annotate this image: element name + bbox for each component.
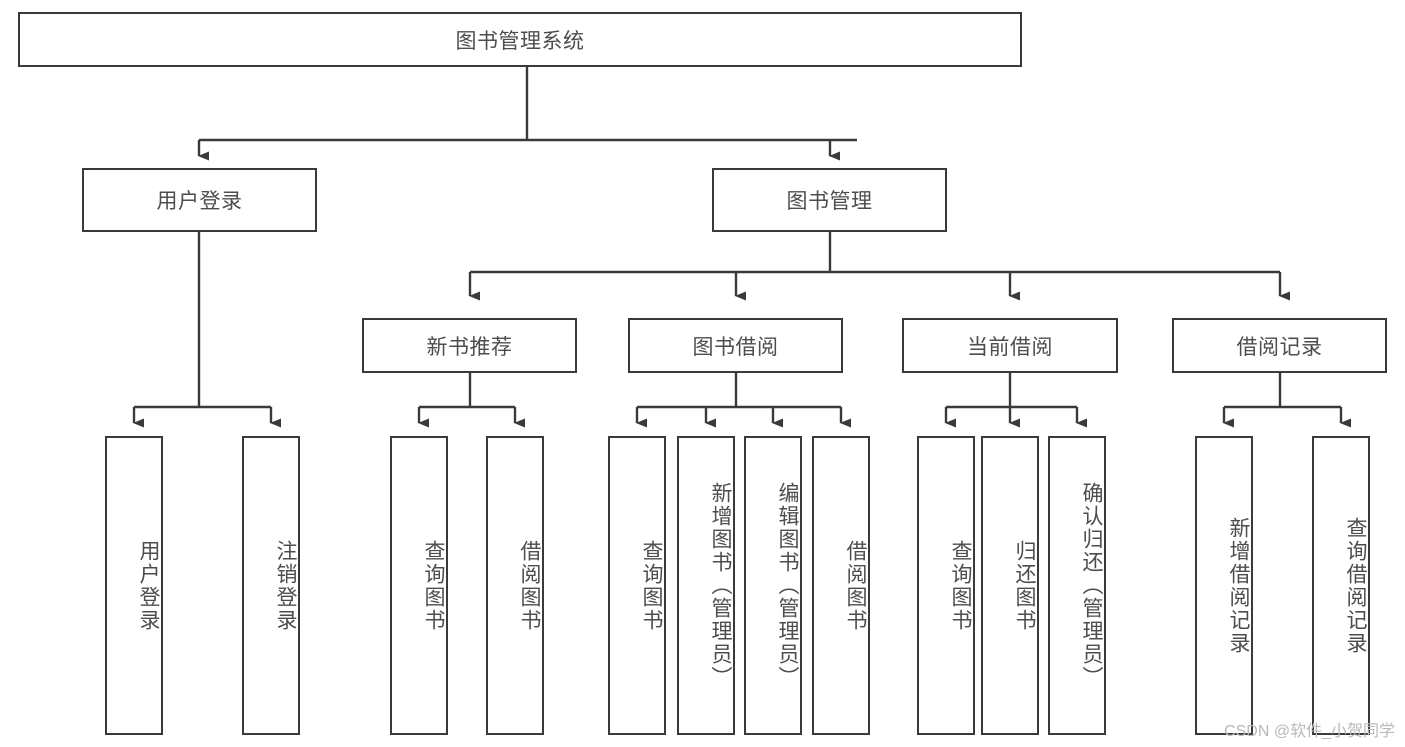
leaf-borrow-borrow-book[interactable]: 借阅图书 — [812, 436, 870, 735]
node-book-management-label: 图书管理 — [786, 190, 873, 213]
leaf-record-query[interactable]: 查询借阅记录 — [1312, 436, 1370, 735]
leaf-new-book-borrow[interactable]: 借阅图书 — [486, 436, 544, 735]
leaf-label: 确认归还（管理员） — [1080, 482, 1103, 689]
leaf-label: 归还图书 — [1013, 539, 1036, 632]
csdn-watermark: CSDN @软件_小贺同学 — [1224, 723, 1395, 740]
leaf-new-book-query[interactable]: 查询图书 — [390, 436, 448, 735]
leaf-current-query-book[interactable]: 查询图书 — [917, 436, 975, 735]
node-root-label: 图书管理系统 — [455, 29, 585, 53]
leaf-label: 注销登录 — [274, 539, 297, 632]
leaf-record-add[interactable]: 新增借阅记录 — [1195, 436, 1253, 735]
leaf-user-login-signout[interactable]: 注销登录 — [242, 436, 300, 735]
leaf-borrow-query-book[interactable]: 查询图书 — [608, 436, 666, 735]
node-current-borrow-label: 当前借阅 — [967, 335, 1053, 359]
leaf-label: 查询图书 — [640, 539, 663, 632]
node-current-borrow[interactable]: 当前借阅 — [902, 318, 1118, 373]
leaf-label: 新增图书（管理员） — [709, 482, 732, 689]
leaf-label: 用户登录 — [137, 539, 160, 632]
leaf-label: 编辑图书（管理员） — [776, 482, 799, 689]
leaf-current-return-book[interactable]: 归还图书 — [981, 436, 1039, 735]
leaf-label: 新增借阅记录 — [1227, 516, 1250, 655]
node-new-book-recommend[interactable]: 新书推荐 — [362, 318, 577, 373]
node-book-management[interactable]: 图书管理 — [712, 168, 947, 232]
node-root[interactable]: 图书管理系统 — [18, 12, 1022, 67]
node-borrow-record-label: 借阅记录 — [1236, 335, 1323, 359]
leaf-label: 借阅图书 — [518, 539, 541, 632]
leaf-borrow-add-book-admin[interactable]: 新增图书（管理员） — [677, 436, 735, 735]
leaf-label: 查询图书 — [949, 539, 972, 632]
node-book-borrow-label: 图书借阅 — [692, 335, 779, 359]
leaf-current-confirm-return-admin[interactable]: 确认归还（管理员） — [1048, 436, 1106, 735]
leaf-borrow-edit-book-admin[interactable]: 编辑图书（管理员） — [744, 436, 802, 735]
node-borrow-record[interactable]: 借阅记录 — [1172, 318, 1387, 373]
leaf-label: 查询借阅记录 — [1344, 516, 1367, 655]
node-book-borrow[interactable]: 图书借阅 — [628, 318, 843, 373]
leaf-label: 查询图书 — [422, 539, 445, 632]
leaf-label: 借阅图书 — [844, 539, 867, 632]
node-new-book-recommend-label: 新书推荐 — [426, 335, 513, 359]
leaf-user-login-signin[interactable]: 用户登录 — [105, 436, 163, 735]
node-user-login-label: 用户登录 — [156, 190, 243, 213]
node-user-login[interactable]: 用户登录 — [82, 168, 317, 232]
